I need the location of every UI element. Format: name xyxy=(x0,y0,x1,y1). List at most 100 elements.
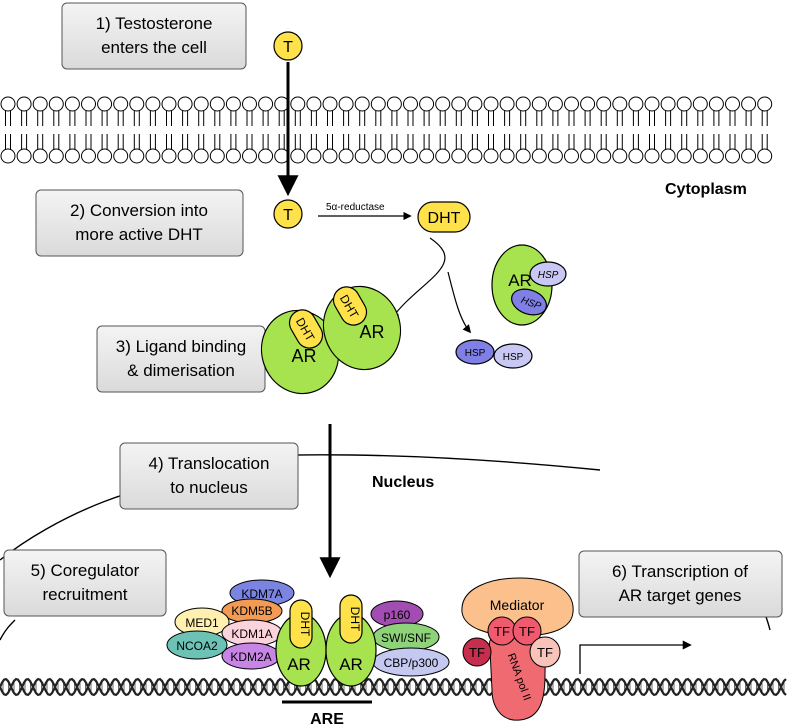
lipid-tail xyxy=(423,134,430,149)
svg-text:Mediator: Mediator xyxy=(490,597,545,613)
lipid-tail xyxy=(665,111,672,126)
lipid-head xyxy=(612,96,628,112)
svg-text:TF: TF xyxy=(469,645,485,660)
mediator: Mediator xyxy=(461,577,574,637)
svg-text:6) Transcription of: 6) Transcription of xyxy=(612,562,748,581)
lipid-tail xyxy=(745,134,752,149)
lipid-head xyxy=(644,148,660,164)
binding-arrow xyxy=(391,237,446,320)
lipid-tail xyxy=(616,134,623,149)
lipid-tail xyxy=(69,134,76,149)
lipid-tail xyxy=(69,111,76,126)
lipid-tail xyxy=(198,111,205,126)
dna-strand-2 xyxy=(0,677,787,697)
lipid-tail xyxy=(343,134,350,149)
lipid-head xyxy=(531,148,547,164)
lipid-head xyxy=(209,148,225,164)
lipid-tail xyxy=(5,134,11,149)
lipid-head xyxy=(692,96,708,112)
lipid-tail xyxy=(632,134,639,149)
lipid-head xyxy=(515,96,531,112)
lipid-head xyxy=(692,148,708,164)
svg-text:& dimerisation: & dimerisation xyxy=(127,361,235,380)
lipid-head xyxy=(225,148,241,164)
lipid-tail xyxy=(488,111,494,126)
lipid-tail xyxy=(761,134,768,149)
lipid-tail xyxy=(649,111,655,126)
lipid-tail xyxy=(504,111,511,126)
svg-text:4) Translocation: 4) Translocation xyxy=(149,454,270,473)
lipid-head xyxy=(193,96,209,112)
lipid-tail xyxy=(166,111,172,126)
lipid-head xyxy=(419,96,435,112)
svg-text:more active DHT: more active DHT xyxy=(75,225,203,244)
lipid-tail xyxy=(182,111,189,126)
lipid-tail xyxy=(471,134,478,149)
ar-nuclear-right: AR xyxy=(325,613,377,687)
svg-text:AR: AR xyxy=(508,271,532,290)
lipid-tail xyxy=(278,134,285,149)
lipid-tail xyxy=(681,111,688,126)
lipid-head xyxy=(499,96,515,112)
nuclear-envelope-edge xyxy=(0,619,16,641)
lipid-tail xyxy=(391,111,398,126)
lipid-tail xyxy=(214,111,221,126)
lipid-head xyxy=(129,96,145,112)
lipid-head xyxy=(32,96,48,112)
lipid-head xyxy=(64,148,80,164)
svg-text:SWI/SNF: SWI/SNF xyxy=(381,631,431,645)
nucleus-label: Nucleus xyxy=(372,474,434,491)
lipid-tail xyxy=(101,111,108,126)
lipid-head xyxy=(48,96,64,112)
lipid-tail xyxy=(294,111,301,126)
step-box-6: 6) Transcription of AR target genes xyxy=(578,550,783,618)
lipid-tail xyxy=(729,134,736,149)
ncoa2: NCOA2 xyxy=(166,630,228,660)
lipid-tail xyxy=(713,134,720,149)
kdm2a: KDM2A xyxy=(221,642,281,670)
lipid-tail xyxy=(198,134,205,149)
svg-text:recruitment: recruitment xyxy=(42,585,127,604)
svg-text:AR: AR xyxy=(359,322,384,342)
svg-text:1) Testosterone: 1) Testosterone xyxy=(96,14,213,33)
lipid-head xyxy=(451,148,467,164)
lipid-head xyxy=(225,96,241,112)
svg-text:3) Ligand binding: 3) Ligand binding xyxy=(116,337,246,356)
svg-text:p160: p160 xyxy=(384,608,411,622)
dna-helix xyxy=(0,677,787,697)
svg-text:TF: TF xyxy=(519,624,535,639)
dht-nuclear-right: DHT xyxy=(339,594,363,644)
lipid-head xyxy=(564,148,579,164)
lipid-tail xyxy=(665,134,672,149)
enzyme-label: 5α-reductase xyxy=(326,202,385,213)
hsp-bound-1: HSP xyxy=(529,261,567,287)
tf-2: TF xyxy=(512,616,542,646)
svg-text:AR target genes: AR target genes xyxy=(619,586,742,605)
lipid-tail xyxy=(21,134,28,149)
lipid-head xyxy=(97,96,113,112)
lipid-head xyxy=(0,96,16,112)
lipid-head xyxy=(161,96,177,112)
lipid-tail xyxy=(471,111,478,126)
lipid-tail xyxy=(697,111,704,126)
lipid-head xyxy=(354,96,370,112)
lipid-tail xyxy=(327,111,333,126)
lipid-tail xyxy=(37,134,44,149)
lipid-head xyxy=(419,148,435,164)
lipid-tail xyxy=(536,111,543,126)
lipid-head xyxy=(499,148,515,164)
lipid-tail xyxy=(117,134,124,149)
svg-text:TF: TF xyxy=(494,624,510,639)
lipid-head xyxy=(612,148,628,164)
lipid-tail xyxy=(294,134,301,149)
lipid-head xyxy=(177,148,193,164)
svg-text:KDM2A: KDM2A xyxy=(230,650,271,664)
transcription-machinery: Mediator RNA pol II TF TF TF TF xyxy=(461,577,574,721)
lipid-tail xyxy=(310,134,317,149)
svg-text:DHT: DHT xyxy=(428,210,461,227)
lipid-tail xyxy=(649,134,655,149)
lipid-head xyxy=(467,148,483,164)
tf-1: TF xyxy=(487,616,517,646)
lipid-head xyxy=(547,96,563,112)
